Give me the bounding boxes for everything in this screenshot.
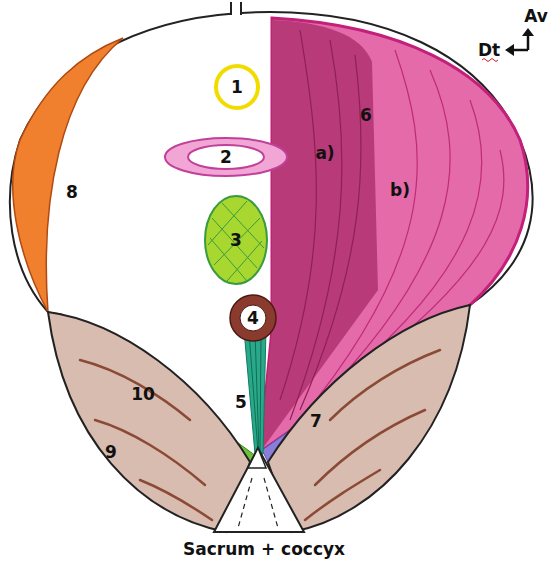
muscle-fibres (249, 332, 261, 452)
callout-number: 5 (235, 394, 247, 411)
muscle-8 (13, 38, 123, 312)
callout-number: 1 (231, 79, 243, 96)
callout-number: 6 (360, 107, 372, 124)
callout-number: 2 (220, 149, 232, 166)
muscle-5 (244, 330, 266, 454)
callout-number: 10 (131, 386, 155, 403)
pink-ring: 2 (162, 135, 290, 179)
arrowhead (505, 44, 514, 56)
part-label: a) (315, 145, 334, 162)
sacrum-shape (214, 448, 304, 532)
notch-line (240, 2, 242, 15)
callout-number: 4 (247, 310, 259, 327)
muscle-9 (268, 305, 470, 532)
arrowhead (522, 28, 534, 36)
callout-number: 8 (66, 184, 78, 201)
green-oval: 3 (202, 193, 270, 287)
sacrum-dashes (238, 478, 278, 528)
spellcheck-squiggle (482, 59, 498, 62)
structure-label: Sacrum + coccyx (183, 541, 345, 558)
yellow-ring: 1 (211, 61, 263, 113)
callout-number: 9 (105, 444, 117, 461)
coccyx-shape (248, 448, 266, 468)
notch-line (230, 2, 232, 15)
orientation-label: Dt (478, 42, 500, 59)
muscle-fibres (280, 30, 361, 420)
orientation-label: Av (524, 8, 548, 25)
callout-number: 3 (230, 232, 242, 249)
callout-number: 7 (310, 413, 322, 430)
muscle-9 (48, 312, 250, 532)
part-label: b) (390, 182, 410, 199)
brown-ring: 4 (227, 292, 279, 344)
orientation-arrows (512, 34, 528, 50)
